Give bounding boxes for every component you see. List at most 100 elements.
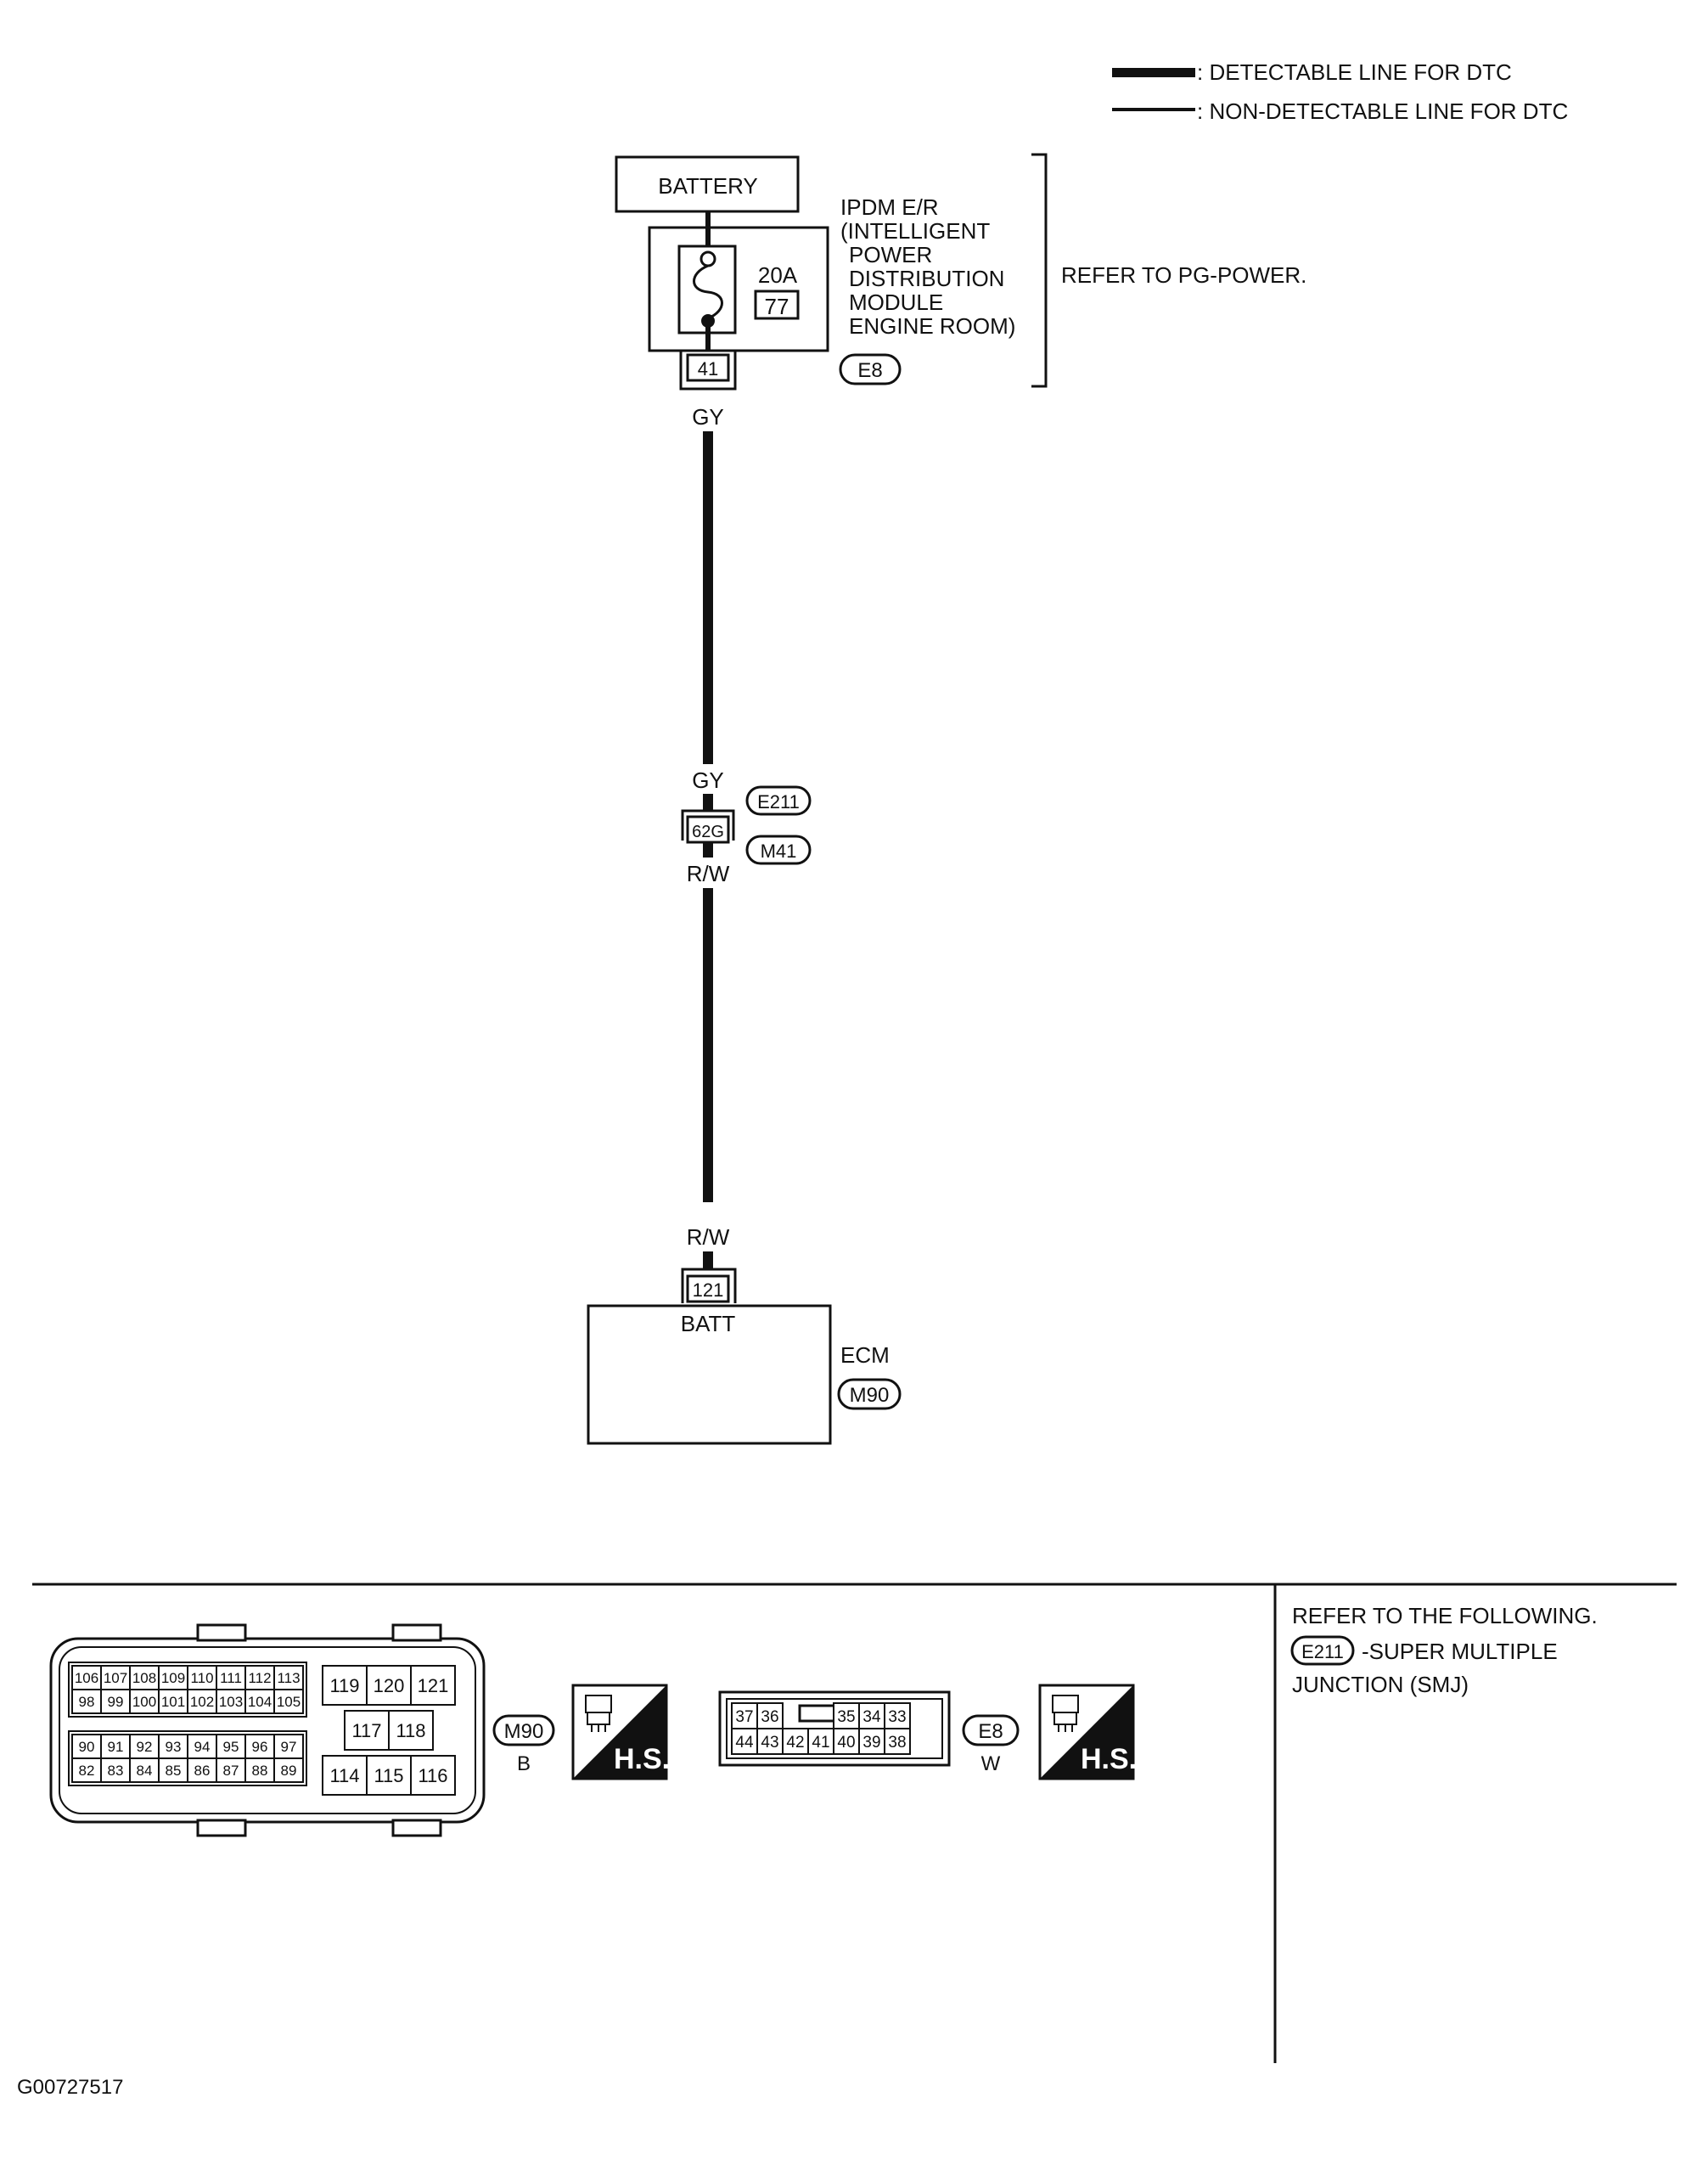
wire-lower-detectable-line [703, 888, 713, 1202]
pin-label: 117 [351, 1720, 381, 1741]
pin-85: 85 [158, 1757, 188, 1783]
connector-e8-info: E8 W H.S. [962, 1684, 1137, 1780]
pin-93: 93 [158, 1734, 188, 1759]
ipdm-name-line-1: IPDM E/R [840, 194, 939, 220]
connector-m41-tag [745, 835, 812, 865]
pin-label: 94 [194, 1739, 211, 1755]
pin-112: 112 [244, 1665, 275, 1690]
legend: : DETECTABLE LINE FOR DTC : NON-DETECTAB… [1112, 59, 1568, 124]
joint-62g-label: 62G [692, 823, 724, 841]
pin-label: 40 [837, 1734, 855, 1752]
pin-label: 114 [329, 1765, 359, 1786]
fuse-number-box [754, 290, 800, 320]
pin-97: 97 [273, 1734, 304, 1759]
m90-left-pin-frame [68, 1662, 307, 1718]
refer-panel-title: REFER TO THE FOLLOWING. [1292, 1603, 1598, 1628]
refer-panel-line-1: -SUPER MULTIPLE [1362, 1639, 1558, 1664]
pin-label: 116 [418, 1765, 447, 1786]
pin-103: 103 [216, 1689, 246, 1714]
pin-label: 87 [223, 1763, 239, 1779]
terminal-41-bracket [679, 351, 737, 391]
pin-label: 115 [374, 1765, 403, 1786]
pin-90: 90 [71, 1734, 102, 1759]
ecm-terminal-bracket [681, 1268, 737, 1303]
ecm-box [587, 1304, 832, 1445]
pin-label: 89 [281, 1763, 297, 1779]
connector-m90-tag-label: M90 [850, 1384, 890, 1407]
pin-label: 118 [396, 1720, 425, 1741]
e8-id-tag [962, 1714, 1020, 1746]
pin-86: 86 [187, 1757, 217, 1783]
pin-114: 114 [322, 1755, 368, 1796]
pin-label: 101 [161, 1694, 185, 1710]
pin-label: 34 [862, 1708, 881, 1726]
m90-color-code: B [517, 1752, 531, 1775]
m90-tab-bottom-left [196, 1819, 247, 1837]
pin-label: 83 [108, 1763, 124, 1779]
ipdm-name-line-2: (INTELLIGENT [840, 218, 990, 244]
pin-label: 108 [132, 1670, 156, 1686]
e8-outer-housing [718, 1690, 951, 1767]
pin-106: 106 [71, 1665, 102, 1690]
legend-detectable-label: : DETECTABLE LINE FOR DTC [1197, 59, 1512, 85]
m90-harness-side-icon: H.S. [571, 1684, 670, 1780]
pin-91: 91 [100, 1734, 131, 1759]
fuse-icon [693, 264, 723, 320]
pin-118: 118 [388, 1710, 434, 1751]
pin-100: 100 [129, 1689, 160, 1714]
pin-label: 121 [418, 1675, 449, 1696]
pin-label: 90 [79, 1739, 95, 1755]
pin-101: 101 [158, 1689, 188, 1714]
pin-label: 113 [277, 1670, 300, 1686]
m90-left-pin-frame [68, 1730, 307, 1786]
m90-id-label: M90 [504, 1720, 544, 1743]
connector-e8-tag [839, 353, 902, 385]
connector-m90-tag [837, 1378, 902, 1410]
pin-121: 121 [410, 1665, 456, 1706]
pin-113: 113 [273, 1665, 304, 1690]
pin-label: 99 [108, 1694, 124, 1710]
non-detectable-line-sample [1112, 108, 1195, 111]
pin-108: 108 [129, 1665, 160, 1690]
refer-e211-tag [1290, 1635, 1355, 1666]
pin-37: 37 [731, 1702, 758, 1729]
pin-label: 119 [329, 1675, 359, 1696]
pin-label: 35 [837, 1708, 855, 1726]
fuse-top-terminal [699, 250, 716, 267]
e8-id-label: E8 [978, 1720, 1003, 1743]
pin-87: 87 [216, 1757, 246, 1783]
pin-120: 120 [366, 1665, 412, 1706]
legend-non-detectable-label: : NON-DETECTABLE LINE FOR DTC [1197, 98, 1568, 124]
pin-35: 35 [833, 1702, 860, 1729]
joint-62g-bracket-top [681, 809, 735, 841]
pin-label: 85 [166, 1763, 182, 1779]
pin-label: 41 [812, 1734, 829, 1752]
pin-label: 105 [277, 1694, 301, 1710]
ecm: 121 BATT ECM M90 [587, 1268, 902, 1445]
pin-label: 107 [104, 1670, 127, 1686]
pin-label: 110 [190, 1670, 213, 1686]
pin-label: 82 [79, 1763, 95, 1779]
e8-connector-glyph-icon [1052, 1695, 1079, 1732]
figure-code: G00727517 [17, 2076, 123, 2099]
refer-bracket [1031, 153, 1048, 388]
refer-panel-line-2: JUNCTION (SMJ) [1292, 1672, 1469, 1697]
e8-inner-housing [726, 1698, 943, 1759]
pin-label: 91 [108, 1739, 124, 1755]
ipdm-name-line-3: POWER [849, 242, 932, 267]
pin-105: 105 [273, 1689, 304, 1714]
e8-color-code: W [981, 1752, 1001, 1775]
wire-upper-color-bottom: GY [692, 768, 724, 793]
pin-label: 104 [248, 1694, 272, 1710]
pin-label: 97 [281, 1739, 297, 1755]
m90-tab-top-left [196, 1623, 247, 1642]
ipdm-box [648, 226, 829, 352]
m90-inner-housing [59, 1646, 476, 1814]
pin-41: 41 [807, 1728, 834, 1755]
pin-98: 98 [71, 1689, 102, 1714]
fuse-rating: 20A [758, 262, 798, 288]
pin-label: 38 [888, 1734, 906, 1752]
pin-115: 115 [366, 1755, 412, 1796]
